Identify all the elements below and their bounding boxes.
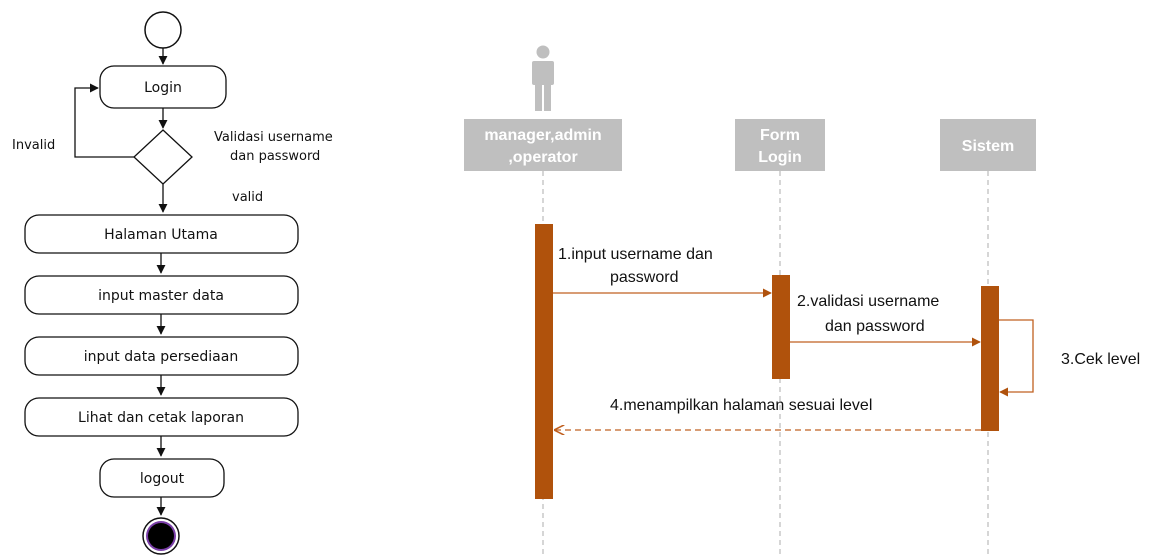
activation-form — [772, 275, 790, 379]
activity-lihat-cetak: Lihat dan cetak laporan — [24, 397, 299, 437]
decision-label-1: Validasi username — [214, 130, 333, 145]
actor-name-line1: manager,admin — [484, 127, 601, 144]
start-node — [144, 11, 182, 49]
activity-input-persediaan: input data persediaan — [24, 336, 299, 376]
message-2-label-line1: 2.validasi username — [797, 293, 939, 310]
form-name-line1: Form — [760, 127, 800, 144]
message-3-arrow — [999, 319, 1034, 397]
message-2-label-line2: dan password — [825, 318, 925, 335]
message-3-label: 3.Cek level — [1061, 351, 1140, 368]
activity-login: Login — [99, 65, 227, 109]
decision-label-2: dan password — [230, 149, 320, 164]
activation-sistem — [981, 286, 999, 431]
activity-input-persediaan-label: input data persediaan — [84, 349, 238, 365]
activity-diagram: Login Validasi username dan password Inv… — [12, 11, 333, 555]
activation-actor — [535, 224, 553, 499]
lifeline-form-header: Form Login — [735, 119, 825, 171]
lifeline-sistem-header: Sistem — [940, 119, 1036, 171]
activity-login-label: Login — [144, 80, 182, 96]
activity-logout-label: logout — [140, 471, 185, 487]
valid-label: valid — [232, 190, 263, 205]
actor-icon — [532, 45, 554, 111]
activity-halaman-utama-label: Halaman Utama — [104, 227, 218, 243]
activity-logout: logout — [99, 458, 225, 498]
message-1-label-line1: 1.input username dan — [558, 246, 713, 263]
sistem-name: Sistem — [962, 138, 1014, 155]
form-name-line2: Login — [758, 149, 802, 166]
activity-halaman-utama: Halaman Utama — [24, 214, 299, 254]
invalid-flow — [74, 83, 134, 158]
activity-lihat-cetak-label: Lihat dan cetak laporan — [78, 410, 244, 426]
actor-name-line2: ,operator — [508, 149, 577, 166]
activity-input-master: input master data — [24, 275, 299, 315]
lifeline-actor-header: manager,admin ,operator — [464, 119, 622, 171]
sequence-diagram: manager,admin ,operator Form Login Siste… — [464, 45, 1140, 557]
activity-input-master-label: input master data — [98, 288, 224, 304]
message-4-label: 4.menampilkan halaman sesuai level — [610, 397, 872, 414]
invalid-label: Invalid — [12, 138, 55, 153]
decision-node — [133, 129, 193, 185]
message-1-label-line2: password — [610, 269, 678, 286]
end-node — [142, 517, 180, 555]
